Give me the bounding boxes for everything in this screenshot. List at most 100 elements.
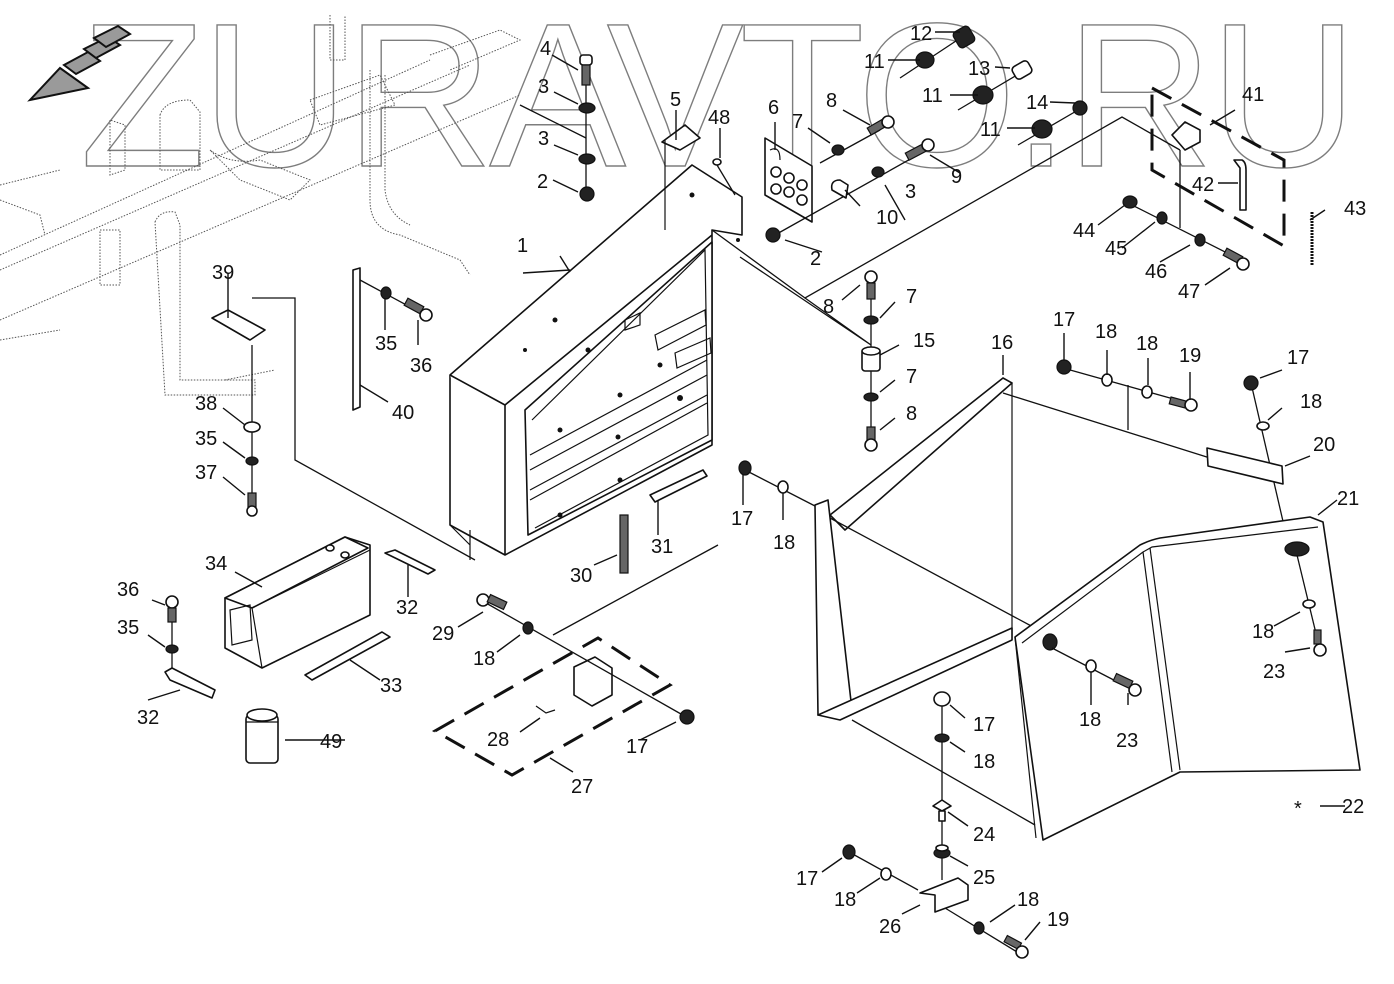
part-18-washer[interactable] [934, 733, 950, 743]
part-35-washer[interactable] [245, 456, 259, 466]
part-18-washer[interactable] [1085, 659, 1097, 673]
fastener-stack-17-18-18-19[interactable] [1056, 359, 1198, 430]
callout-31[interactable]: 31 [651, 536, 673, 558]
fastener-stack-4-3-3-2[interactable] [519, 54, 596, 202]
callout-11[interactable]: 11 [980, 119, 1001, 141]
callout-3[interactable]: 3 [538, 76, 549, 98]
part-7-washer[interactable] [831, 144, 845, 156]
part-14-plug[interactable] [1072, 100, 1088, 116]
fastener-stack-8-7-15-7-8[interactable] [739, 256, 881, 452]
fastener-stack-7-8[interactable] [819, 115, 895, 164]
callout-27[interactable]: 27 [571, 776, 593, 798]
part-33-hold-down[interactable] [304, 631, 391, 681]
callout-2[interactable]: 2 [810, 248, 821, 270]
part-31-rubber-strip[interactable] [649, 469, 708, 503]
part-3-washer[interactable] [871, 166, 885, 178]
part-6-grommet-plate[interactable] [764, 137, 813, 223]
callout-18[interactable]: 18 [1095, 321, 1117, 343]
part-24-stud[interactable] [932, 799, 952, 822]
callout-15[interactable]: 15 [913, 330, 935, 352]
part-1-battery-box[interactable] [449, 164, 743, 560]
callout-19[interactable]: 19 [1047, 909, 1069, 931]
part-35-washer[interactable] [165, 644, 179, 654]
part-36-bolt[interactable] [403, 297, 433, 322]
callout-3[interactable]: 3 [905, 181, 916, 203]
part-39-plate[interactable] [211, 309, 266, 341]
callout-17[interactable]: 17 [731, 508, 753, 530]
callout-49[interactable]: 49 [320, 731, 342, 753]
part-18-washer[interactable] [1256, 421, 1270, 431]
callout-12[interactable]: 12 [910, 23, 932, 45]
part-15-spacer[interactable] [861, 346, 881, 372]
part-17-nut[interactable] [679, 709, 695, 725]
part-38-washer[interactable] [243, 421, 261, 433]
callout-18[interactable]: 18 [1136, 333, 1158, 355]
callout-45[interactable]: 45 [1105, 238, 1127, 260]
part-4-bolt[interactable] [579, 54, 593, 86]
callout-35[interactable]: 35 [375, 333, 397, 355]
callout-7[interactable]: 7 [906, 286, 917, 308]
part-11-nut[interactable] [1031, 119, 1053, 139]
part-46-washer[interactable] [1194, 233, 1206, 247]
part-34-battery[interactable] [224, 536, 371, 669]
part-16-frame[interactable] [814, 377, 1211, 826]
callout-22[interactable]: 22 [1342, 796, 1364, 818]
part-5-latch[interactable] [661, 124, 701, 230]
fastener-stack-39-38-35-37[interactable] [211, 297, 476, 561]
callout-21[interactable]: 21 [1337, 488, 1359, 510]
part-25-rubber-mount[interactable] [933, 844, 951, 859]
callout-37[interactable]: 37 [195, 462, 217, 484]
part-10-tab[interactable] [830, 179, 849, 199]
callout-4[interactable]: 4 [540, 38, 551, 60]
callout-23[interactable]: 23 [1263, 661, 1285, 683]
part-17-nut[interactable] [933, 691, 951, 707]
part-26-bracket[interactable] [919, 877, 969, 913]
callout-24[interactable]: 24 [973, 824, 995, 846]
callout-17[interactable]: 17 [1053, 309, 1075, 331]
fastener-stack-35-36[interactable] [359, 279, 433, 322]
callout-17[interactable]: 17 [973, 714, 995, 736]
callout-18[interactable]: 18 [773, 532, 795, 554]
fastener-stack-17-18-24-25-26[interactable] [842, 691, 1029, 959]
part-18-washer[interactable] [1141, 385, 1153, 399]
callout-41[interactable]: 41 [1242, 84, 1264, 106]
part-18-washer[interactable] [522, 621, 534, 635]
callout-18[interactable]: 18 [1252, 621, 1274, 643]
callout-23[interactable]: 23 [1116, 730, 1138, 752]
callout-3[interactable]: 3 [538, 128, 549, 150]
callout-5[interactable]: 5 [670, 89, 681, 111]
callout-8[interactable]: 8 [826, 90, 837, 112]
fastener-stack-2-10-3-9[interactable] [765, 138, 935, 243]
fastener-stack-36-35-32[interactable] [164, 595, 216, 699]
part-48-pin[interactable] [712, 158, 736, 196]
battery-switch-group[interactable] [1122, 85, 1314, 271]
callout-30[interactable]: 30 [570, 565, 592, 587]
part-8-bolt[interactable] [864, 270, 878, 300]
callout-43[interactable]: 43 [1344, 198, 1366, 220]
callout-32[interactable]: 32 [396, 597, 418, 619]
part-36-bolt[interactable] [165, 595, 179, 623]
callout-33[interactable]: 33 [380, 675, 402, 697]
part-23-bolt[interactable] [1112, 672, 1142, 697]
callout-18[interactable]: 18 [473, 648, 495, 670]
callout-11[interactable]: 11 [922, 85, 943, 107]
callout-36[interactable]: 36 [117, 579, 139, 601]
callout-18[interactable]: 18 [834, 889, 856, 911]
fastener-stack-18-23-right[interactable] [1296, 554, 1327, 657]
callout-10[interactable]: 10 [876, 207, 898, 229]
callout-35[interactable]: 35 [117, 617, 139, 639]
part-20-spacer-block[interactable] [1206, 447, 1284, 485]
callout-35[interactable]: 35 [195, 428, 217, 450]
part-8-bolt[interactable] [864, 426, 878, 452]
part-30-seal-strip[interactable] [619, 514, 629, 574]
callout-9[interactable]: 9 [951, 166, 962, 188]
part-41-switch[interactable] [1171, 121, 1201, 151]
part-18-washer[interactable] [1302, 599, 1316, 609]
callout-34[interactable]: 34 [205, 553, 227, 575]
part-18-washer[interactable] [1101, 373, 1113, 387]
callout-42[interactable]: 42 [1192, 174, 1214, 196]
callout-7[interactable]: 7 [792, 111, 803, 133]
part-13-gland[interactable] [1011, 59, 1034, 80]
callout-11[interactable]: 11 [864, 51, 885, 73]
part-8-bolt[interactable] [866, 115, 895, 136]
